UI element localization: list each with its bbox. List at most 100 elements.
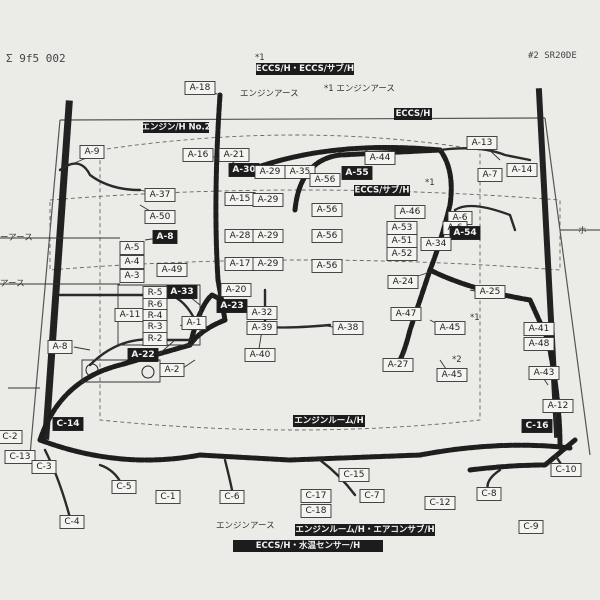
harness-tag-eccs-sub-text: ECCS/サブ/H bbox=[355, 185, 410, 196]
connector-a-8: A-8 bbox=[152, 230, 178, 244]
connector-label: A-22 bbox=[131, 350, 154, 360]
connector-a-12: A-12 bbox=[542, 399, 574, 413]
connector-a-54: A-54 bbox=[449, 226, 481, 240]
connector-label: A-2 bbox=[165, 365, 180, 375]
connector-label: A-29 bbox=[260, 167, 281, 177]
connector-a-50: A-50 bbox=[144, 210, 176, 224]
connector-a-45: A-45 bbox=[436, 368, 468, 382]
harness-top-right bbox=[247, 145, 454, 273]
harness-tag-eccs-sub: ECCS/サブ/H bbox=[354, 185, 410, 196]
note-star1-right: *1 bbox=[425, 178, 435, 188]
corner-note-right: #2 SR20DE bbox=[528, 51, 577, 61]
connector-label: A-29 bbox=[258, 231, 279, 241]
connector-box bbox=[364, 151, 396, 165]
connector-label: A-48 bbox=[529, 339, 550, 349]
connector-a-25: A-25 bbox=[474, 285, 506, 299]
connector-label: A-24 bbox=[393, 277, 414, 287]
connector-a-39: A-39 bbox=[246, 321, 278, 335]
connector-box bbox=[300, 504, 332, 518]
connector-label: A-1 bbox=[187, 318, 202, 328]
harness-center-left bbox=[187, 292, 225, 348]
harness-right-branch bbox=[427, 267, 563, 448]
connector-label: A-34 bbox=[426, 239, 447, 249]
connector-a-29: A-29 bbox=[254, 165, 286, 179]
corner-note-left: Σ 9f5 002 bbox=[6, 52, 66, 65]
note-earth-left: アース bbox=[0, 279, 25, 289]
connector-a-40: A-40 bbox=[244, 348, 276, 362]
connector-label: C-15 bbox=[344, 470, 365, 480]
connector-label: A-8 bbox=[53, 342, 68, 352]
connector-box bbox=[184, 81, 216, 95]
connector-box bbox=[244, 348, 276, 362]
connector-a-37: A-37 bbox=[144, 188, 176, 202]
connector-box bbox=[152, 230, 178, 244]
connector-label: A-35 bbox=[290, 167, 311, 177]
connector-label: A-50 bbox=[150, 212, 171, 222]
harness-tag-eccs-right-text: ECCS/H bbox=[396, 109, 431, 119]
connector-a-51: A-51 bbox=[386, 234, 418, 248]
connector-label: A-53 bbox=[392, 223, 413, 233]
battery-negative-icon bbox=[85, 363, 99, 377]
note-engine-earth-star: *1 エンジンアース bbox=[324, 84, 395, 94]
connector-label: A-49 bbox=[162, 265, 183, 275]
connector-box bbox=[449, 226, 481, 240]
connector-label: C-2 bbox=[2, 432, 17, 442]
connector-label: C-8 bbox=[481, 489, 497, 499]
harness-bottom-c6 bbox=[223, 458, 234, 492]
connector-a-22: A-22 bbox=[127, 348, 159, 362]
note-engine-earth-bottom: エンジンアース bbox=[216, 521, 275, 531]
connector-label: C-13 bbox=[10, 452, 31, 462]
connector-box bbox=[387, 275, 419, 289]
connector-box bbox=[420, 237, 452, 251]
connector-label: C-7 bbox=[364, 491, 379, 501]
connector-a-34: A-34 bbox=[420, 237, 452, 251]
connector-a-35: A-35 bbox=[284, 165, 316, 179]
note-earth-left-prefix: ーアース bbox=[0, 233, 33, 243]
connector-r-5: R-5 bbox=[142, 286, 168, 300]
connector-box bbox=[424, 496, 456, 510]
connector-label: C-5 bbox=[116, 482, 131, 492]
connector-box bbox=[219, 490, 245, 504]
connector-c-16: C-16 bbox=[521, 419, 553, 433]
connector-label: C-16 bbox=[525, 421, 548, 431]
connector-a-8: A-8 bbox=[47, 340, 73, 354]
connector-box bbox=[394, 205, 426, 219]
connector-label: R-5 bbox=[148, 288, 163, 298]
connector-box bbox=[144, 188, 176, 202]
connector-box bbox=[79, 145, 105, 159]
connector-a-29: A-29 bbox=[252, 193, 284, 207]
left-side-bar bbox=[42, 100, 73, 440]
connector-box bbox=[119, 269, 145, 283]
connector-box bbox=[518, 520, 544, 534]
connector-label: A-32 bbox=[252, 308, 273, 318]
connector-label: R-4 bbox=[148, 311, 163, 321]
connector-a-30: A-30 bbox=[228, 163, 260, 177]
harness-tag-eccs-water-text: ECCS/H・水温センサー/H bbox=[256, 540, 361, 551]
connector-c-1: C-1 bbox=[155, 490, 181, 504]
connector-a-46: A-46 bbox=[394, 205, 426, 219]
connector-c-17: C-17 bbox=[300, 489, 332, 503]
connector-box bbox=[252, 193, 284, 207]
harness-right-mid bbox=[397, 267, 433, 363]
connector-box bbox=[0, 430, 23, 444]
connector-label: A-25 bbox=[480, 287, 501, 297]
connector-box bbox=[550, 463, 582, 477]
connector-label: A-44 bbox=[370, 153, 391, 163]
connector-label: A-8 bbox=[157, 232, 174, 242]
connector-a-7: A-7 bbox=[477, 168, 503, 182]
connector-a-15: A-15 bbox=[224, 192, 256, 206]
connector-box bbox=[47, 340, 73, 354]
connector-label: A-30 bbox=[232, 165, 255, 175]
connector-a-29: A-29 bbox=[252, 257, 284, 271]
connector-box bbox=[436, 368, 468, 382]
connector-a-47: A-47 bbox=[390, 307, 422, 321]
connector-box bbox=[359, 489, 385, 503]
connector-a-56: A-56 bbox=[311, 203, 343, 217]
connector-a-56: A-56 bbox=[309, 173, 341, 187]
connector-label: A-3 bbox=[125, 271, 140, 281]
connector-a-52: A-52 bbox=[386, 247, 418, 261]
connector-c-4: C-4 bbox=[59, 515, 85, 529]
note-star-mid: *1 bbox=[470, 313, 480, 323]
